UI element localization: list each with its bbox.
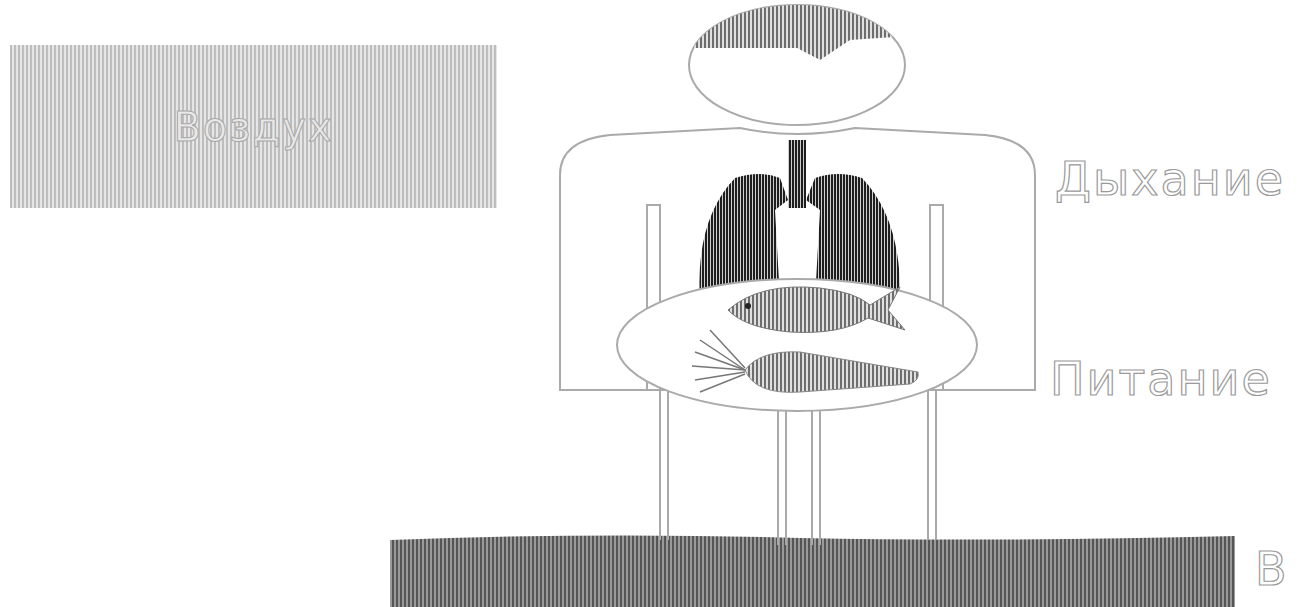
trachea [788,140,806,208]
band-text: Воздух [173,104,333,150]
head-shading [680,0,910,60]
fish-icon [728,287,905,333]
part-label: Дыхание [1055,156,1285,202]
stomach-oval [617,279,977,411]
fish-eye [745,303,751,309]
carrot-icon [745,352,918,393]
air-band: Воздух [10,45,497,208]
carrot-leaves [692,330,745,392]
leg-lines [660,390,936,545]
water-band [390,535,1235,607]
part-label: Питание [1050,356,1272,402]
part-label: В [1255,546,1289,592]
